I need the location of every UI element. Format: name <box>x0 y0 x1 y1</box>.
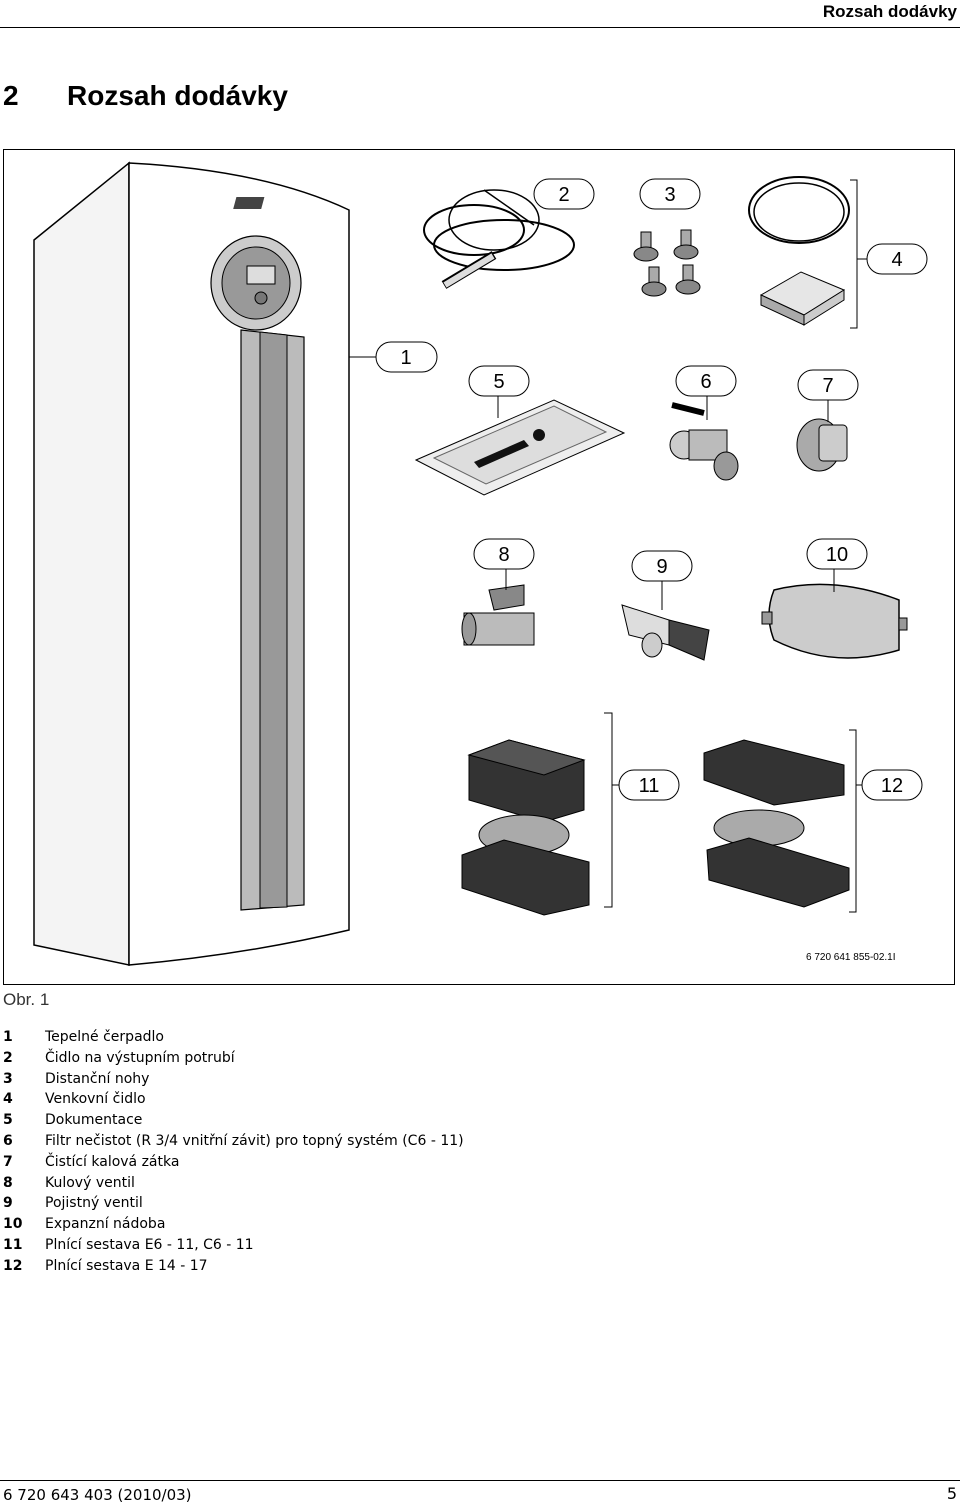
heat-pump-drawing <box>33 161 350 966</box>
callout-5-label: 5 <box>493 371 504 393</box>
strainer-drawing <box>669 393 739 481</box>
safety-valve-drawing <box>621 578 710 661</box>
section-number: 2 <box>3 80 19 111</box>
callouts: 1 2 3 4 5 6 7 8 9 10 11 12 <box>375 178 928 801</box>
spacer-feet-drawing <box>633 229 701 297</box>
callout-9: 9 <box>631 550 693 582</box>
document-number: 6 720 643 403 (2010/03) <box>3 1486 192 1504</box>
callout-7: 7 <box>797 369 859 401</box>
callout-9-label: 9 <box>656 556 667 578</box>
section-title: 2 Rozsah dodávky <box>3 80 288 112</box>
figure-caption: Obr. 1 <box>3 990 50 1009</box>
outdoor-sensor-drawing <box>748 176 870 329</box>
flow-sensor-drawing <box>423 189 575 289</box>
figure-box: 1 2 3 4 5 6 7 8 9 10 11 12 <box>3 149 955 985</box>
callout-2: 2 <box>533 178 595 210</box>
section-title-text: Rozsah dodávky <box>67 80 288 111</box>
cleaning-plug-drawing <box>796 398 848 472</box>
control-knob <box>254 291 268 305</box>
callout-10-label: 10 <box>826 544 848 566</box>
expansion-vessel-drawing <box>761 566 908 659</box>
callout-10: 10 <box>806 538 868 570</box>
footer-rule <box>0 1480 960 1481</box>
callout-12: 12 <box>861 769 923 801</box>
header-rule <box>0 27 960 28</box>
callout-1-label: 1 <box>400 347 411 369</box>
callout-6-label: 6 <box>700 371 711 393</box>
callout-8-label: 8 <box>498 544 509 566</box>
display-screen <box>246 265 276 285</box>
callout-6: 6 <box>675 365 737 397</box>
callout-12-label: 12 <box>881 775 903 797</box>
page-number: 5 <box>946 1484 957 1503</box>
callout-4-label: 4 <box>891 249 902 271</box>
callout-3-label: 3 <box>664 184 675 206</box>
callout-7-label: 7 <box>822 375 833 397</box>
callout-11: 11 <box>618 769 680 801</box>
documentation-drawing <box>414 393 626 496</box>
callout-1: 1 <box>375 341 438 373</box>
callout-8: 8 <box>473 538 535 570</box>
callout-3: 3 <box>639 178 701 210</box>
callout-5: 5 <box>468 365 530 397</box>
callout-4: 4 <box>866 243 928 275</box>
figure-code: 6 720 641 855-02.1I <box>806 952 896 963</box>
filling-kit-large-drawing <box>703 729 870 913</box>
callout-2-label: 2 <box>558 184 569 206</box>
brand-logo <box>233 197 265 209</box>
running-header: Rozsah dodávky <box>822 2 957 21</box>
scope-of-delivery-illustration: 1 2 3 4 5 6 7 8 9 10 11 12 <box>33 161 928 966</box>
ball-valve-drawing <box>461 566 535 646</box>
callout-11-label: 11 <box>639 775 660 797</box>
filling-kit-small-drawing <box>461 712 626 916</box>
